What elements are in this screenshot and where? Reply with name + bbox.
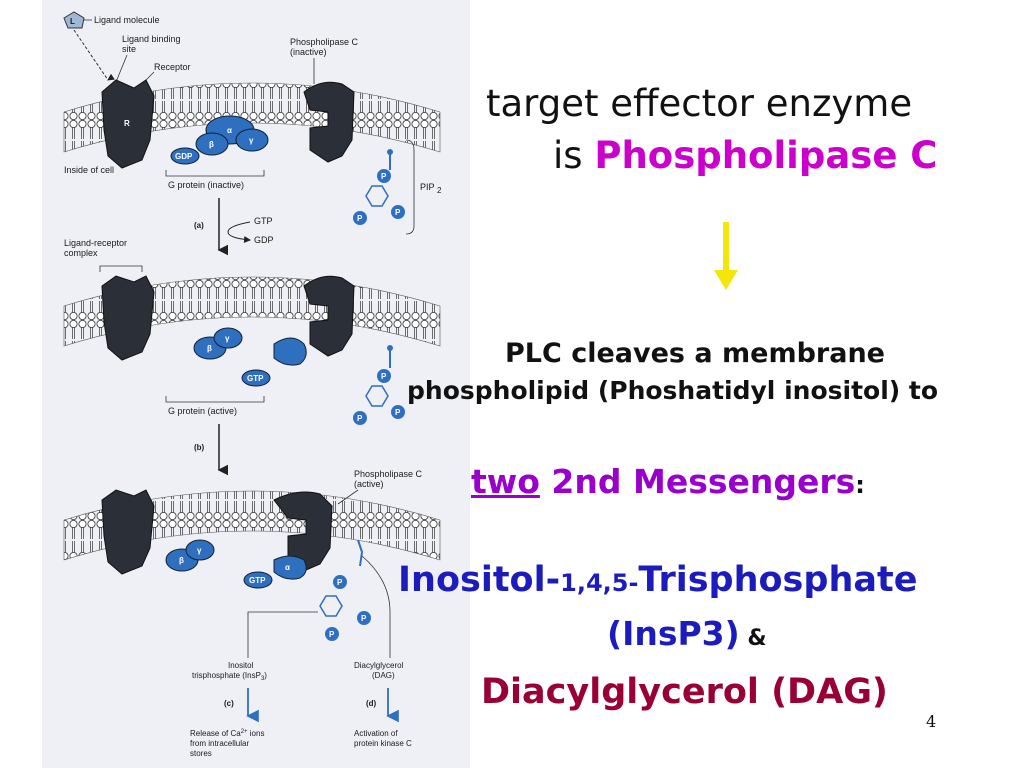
label-release-ca: Release of Ca2+ ions [190, 729, 264, 738]
plc-cleaves-line-2: phospholipid (Phoshatidyl inositol) to [407, 376, 939, 405]
panel-inactive: L Ligand molecule Ligand binding site Re… [63, 11, 442, 235]
label-gtp-in: GTP [254, 216, 273, 226]
label-pip2: PIP [420, 182, 435, 192]
ligand-molecule-icon [63, 11, 85, 29]
receptor-complex-shape-3 [101, 489, 155, 575]
svg-text:P: P [395, 408, 401, 417]
svg-text:P: P [361, 614, 367, 623]
label-plc-active: Phospholipase C [354, 469, 423, 479]
label-insp3: Inositol [228, 661, 254, 670]
svg-text:P: P [357, 214, 363, 223]
label-ligand-binding-site-2: site [122, 44, 136, 54]
pip2-molecule: P P P PIP 2 [353, 139, 442, 235]
label-ligand-binding-site: Ligand binding [122, 34, 181, 44]
label-plc-inactive-2: (inactive) [290, 47, 327, 57]
second-messengers-heading: two 2nd Messengers: [471, 462, 865, 501]
label-ligand-receptor-complex: Ligand-receptor [64, 238, 127, 248]
svg-text:α: α [227, 126, 232, 135]
dag-fragment [357, 539, 364, 567]
step-b-label: (b) [194, 443, 205, 452]
svg-text:γ: γ [197, 546, 202, 555]
receptor-complex-shape [101, 275, 155, 361]
svg-text:P: P [381, 172, 387, 181]
label-release-ca-2: from intracellular [190, 739, 249, 748]
gtp-label-3: GTP [249, 576, 266, 585]
label-activation-pkc-2: protein kinase C [354, 739, 412, 748]
insp3-abbrev: (InsP3) & [607, 614, 767, 653]
g-protein-inactive: α β γ GDP [170, 115, 269, 165]
label-dag-2: (DAG) [372, 671, 395, 680]
svg-text:2: 2 [437, 186, 442, 195]
receptor-symbol: R [124, 119, 130, 128]
label-receptor: Receptor [154, 62, 191, 72]
label-plc-inactive: Phospholipase C [290, 37, 359, 47]
panel-plc-active: Phospholipase C (active) β γ α GTP P P [63, 469, 441, 758]
down-arrow-icon [714, 222, 738, 290]
dag-name: Diacylglycerol (DAG) [481, 672, 888, 712]
g-alpha-active [273, 337, 307, 366]
gtp-label: GTP [247, 374, 264, 383]
step-d-label: (d) [366, 699, 377, 708]
label-plc-active-2: (active) [354, 479, 384, 489]
heading-line-1: target effector enzyme [486, 82, 913, 125]
plc-cleaves-line-1: PLC cleaves a membrane [505, 338, 885, 369]
label-inside-of-cell: Inside of cell [64, 165, 114, 175]
step-b: (b) [194, 424, 228, 476]
label-ligand-molecule: Ligand molecule [94, 15, 160, 25]
pip2-molecule-2: P P P [353, 345, 405, 425]
svg-text:γ: γ [249, 136, 254, 145]
label-dag: Diacylglycerol [354, 661, 404, 670]
ligand-symbol: L [70, 17, 75, 26]
svg-text:γ: γ [225, 334, 230, 343]
insp3-molecule: P P P [319, 575, 371, 641]
heading-line-2: is Phospholipase C [553, 134, 938, 177]
label-insp3-2: trisphosphate (InsP3) [192, 671, 267, 682]
label-ligand-receptor-complex-2: complex [64, 248, 98, 258]
slide-number: 4 [926, 712, 937, 731]
figure-svg: L Ligand molecule Ligand binding site Re… [63, 11, 442, 758]
label-activation-pkc: Activation of [354, 729, 398, 738]
label-g-protein-active: G protein (active) [168, 406, 237, 416]
svg-text:P: P [337, 578, 343, 587]
svg-text:β: β [207, 344, 212, 353]
svg-text:P: P [381, 372, 387, 381]
svg-text:P: P [329, 630, 335, 639]
svg-text:P: P [357, 414, 363, 423]
phospholipase-c-highlight: Phospholipase C [594, 134, 938, 177]
svg-text:P: P [395, 208, 401, 217]
label-g-protein-inactive: G protein (inactive) [168, 180, 244, 190]
svg-text:β: β [209, 140, 214, 149]
receptor-shape [101, 79, 155, 169]
plc-signaling-figure: L Ligand molecule Ligand binding site Re… [42, 0, 470, 768]
plc-shape-2 [303, 275, 355, 357]
step-a-label: (a) [194, 221, 204, 230]
label-gdp-out: GDP [254, 235, 274, 245]
gdp-label: GDP [175, 152, 193, 161]
step-a: (a) GTP GDP [194, 198, 274, 256]
step-c-label: (c) [224, 699, 234, 708]
plc-active-shape [273, 491, 333, 571]
panel-active: Ligand-receptor complex β γ GTP P P [63, 238, 441, 425]
plc-inactive-shape [303, 81, 355, 163]
insp3-full-name: Inositol-1,4,5-Trisphosphate [398, 560, 918, 600]
svg-text:α: α [285, 563, 290, 572]
svg-text:β: β [179, 556, 184, 565]
label-release-ca-3: stores [190, 749, 212, 758]
membrane-3 [63, 490, 441, 561]
